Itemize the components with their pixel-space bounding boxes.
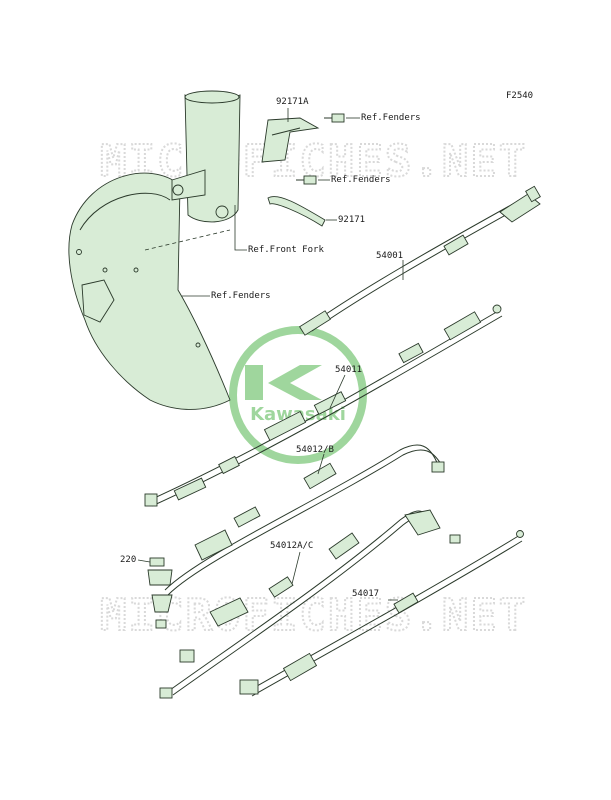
bolt-middle: [296, 175, 317, 185]
cable-54001: [299, 185, 541, 336]
part-label-92171: 92171: [338, 215, 365, 225]
figure-code: F2540: [506, 91, 533, 101]
bolt-220-assembly: [147, 557, 173, 629]
bolt-upper: [324, 113, 345, 123]
leader-front-fork: [234, 205, 247, 251]
kawasaki-logo: Kawasaki: [229, 326, 367, 464]
cable-54011: [144, 304, 503, 507]
cable-54017: [239, 530, 524, 697]
part-label-54012ac: 54012A/C: [270, 541, 313, 551]
ref-fenders-top[interactable]: Ref.Fenders: [361, 113, 421, 123]
part-label-92171a: 92171A: [276, 97, 309, 107]
leader-54012ac: [291, 551, 301, 585]
ref-fenders-left[interactable]: Ref.Fenders: [211, 291, 271, 301]
leader-54012b: [317, 453, 325, 475]
leader-54011: [329, 374, 346, 409]
part-label-220: 220: [120, 555, 136, 565]
cable-54012b: [164, 444, 445, 596]
front-fender: [68, 172, 231, 410]
front-fork: [171, 90, 241, 223]
part-label-54012b: 54012/B: [296, 445, 334, 455]
ref-fenders-mid[interactable]: Ref.Fenders: [331, 175, 391, 185]
leader-220: [137, 559, 151, 563]
cable-54012ac: [159, 509, 461, 699]
leader-front-fork-dash: [144, 229, 231, 251]
ref-front-fork[interactable]: Ref.Front Fork: [248, 245, 324, 255]
part-label-54017: 54017: [352, 589, 379, 599]
bracket-92171a-assembly: [261, 113, 345, 227]
part-label-54001: 54001: [376, 251, 403, 261]
part-label-54011: 54011: [335, 365, 362, 375]
